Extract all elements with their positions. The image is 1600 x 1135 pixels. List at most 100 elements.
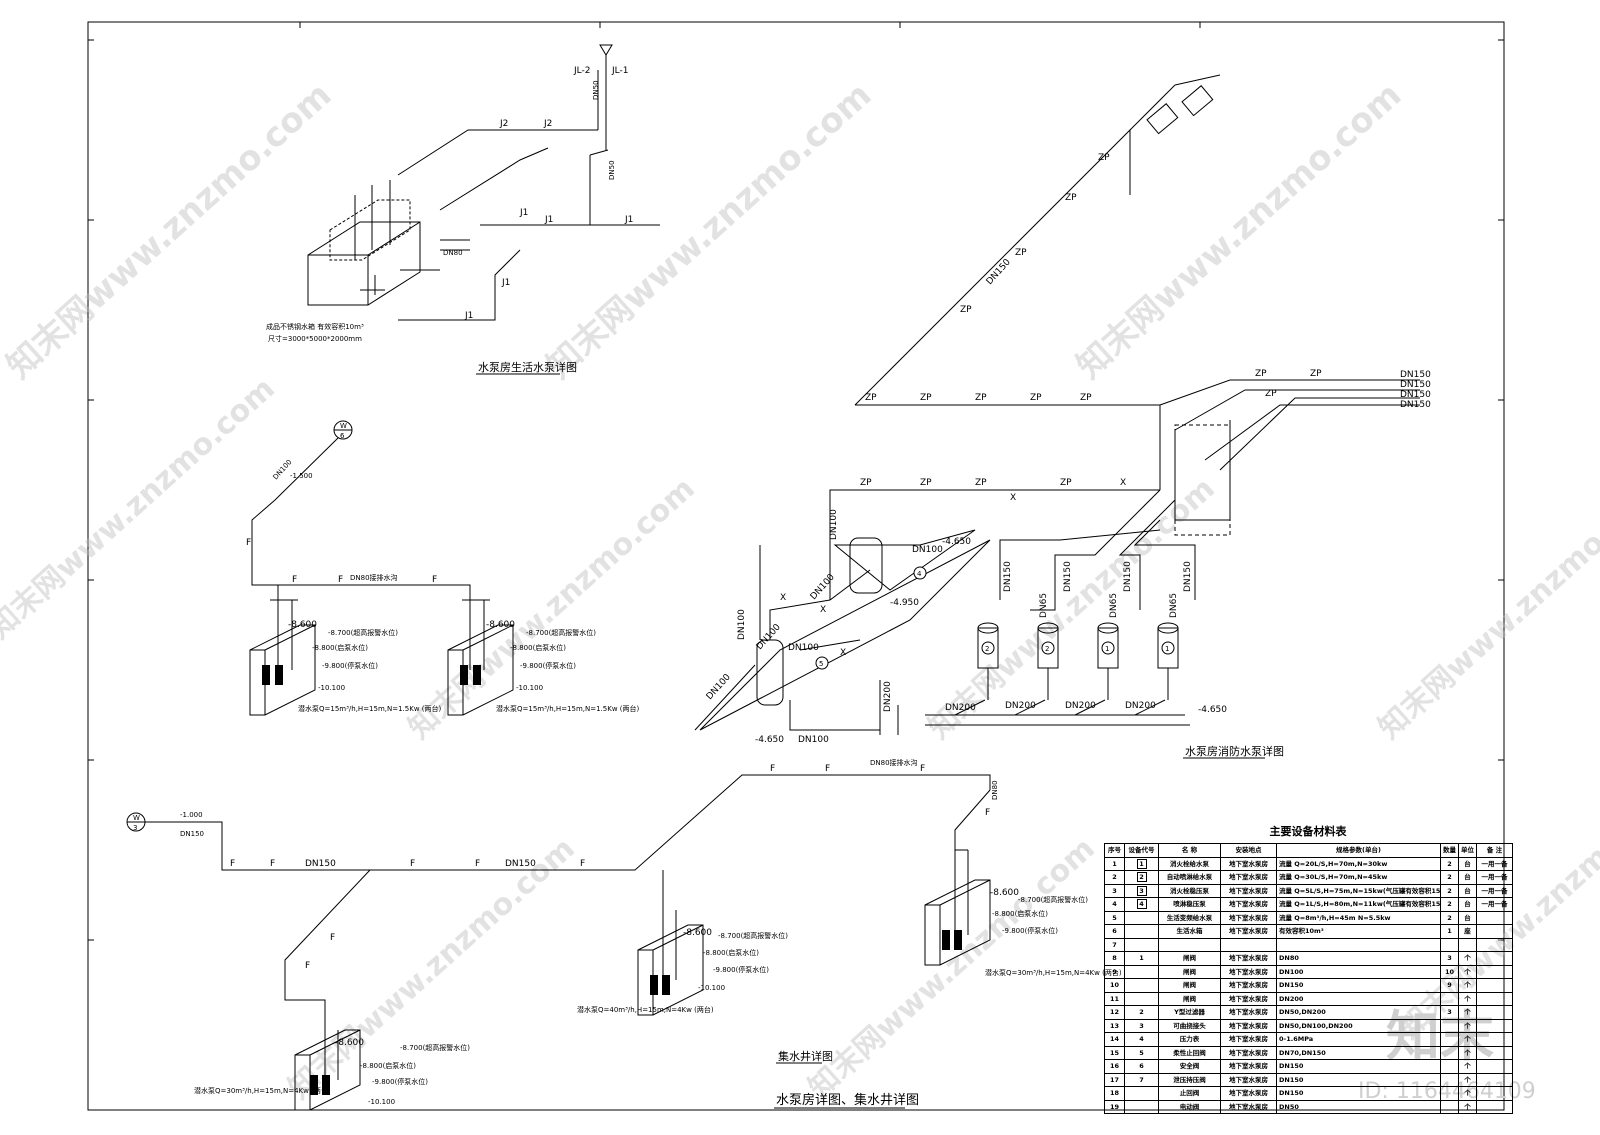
table-cell [1124, 978, 1159, 993]
level-label: -8.600 [990, 888, 1019, 898]
table-header-cell: 名 称 [1158, 843, 1221, 858]
table-cell: 0-1.6MPa [1276, 1032, 1441, 1047]
table-cell: DN150 [1276, 1072, 1441, 1087]
table-cell: 15 [1104, 1045, 1125, 1060]
watermark-text: 知末网www.znzmo.com [0, 371, 282, 646]
table-cell: 5 [1104, 910, 1125, 925]
pipe-label-f: F [920, 764, 925, 774]
level-label: -1.500 [290, 472, 313, 480]
table-cell: 地下室水泵房 [1220, 1032, 1277, 1047]
table-cell: 闸阀 [1158, 951, 1221, 966]
table-cell: DN50,DN100,DN200 [1276, 1018, 1441, 1033]
level-label: -8.700(超高报警水位) [1018, 895, 1088, 904]
table-cell: 地下室水泵房 [1220, 991, 1277, 1006]
level-label: -9.800(停泵水位) [713, 965, 769, 974]
table-cell: Y型过滤器 [1158, 1005, 1221, 1020]
table-cell [1124, 1086, 1159, 1101]
table-cell: 11 [1104, 991, 1125, 1006]
pipe-label-f: F [230, 859, 235, 869]
table-cell [1476, 1032, 1513, 1047]
table-cell [1476, 1059, 1513, 1074]
pump-number: 4 [917, 570, 922, 578]
table-cell: 4 [1124, 897, 1159, 912]
table-cell: DN100 [1276, 964, 1441, 979]
table-cell: 电动阀 [1158, 1099, 1221, 1114]
pipe-label-j1: J1 [544, 215, 553, 225]
table-cell: 喷淋稳压泵 [1158, 897, 1221, 912]
pipe-label-f: F [432, 575, 437, 585]
pipe-label-zp: ZP [1080, 393, 1092, 403]
pipe-label-dn150: DN150 [1400, 400, 1431, 410]
pipe-label-x: X [1120, 478, 1126, 488]
level-label: -9.800(停泵水位) [1002, 926, 1058, 935]
table-cell: 地下室水泵房 [1220, 978, 1277, 993]
pipe-label-zp: ZP [1015, 248, 1027, 258]
table-cell: 个 [1458, 991, 1477, 1006]
fire-pump-circles: 2 2 1 1 4 5 [815, 566, 1175, 670]
fire-pump-units [977, 622, 1179, 700]
pump-number-circle [815, 656, 829, 670]
table-cell: 16 [1104, 1059, 1125, 1074]
table-cell [1476, 991, 1513, 1006]
pump-number-circle [1041, 641, 1055, 655]
level-label: -4.650 [755, 735, 784, 745]
level-label: -1.000 [180, 811, 203, 819]
table-cell: 1 [1104, 856, 1125, 871]
pipe-label-dn150: DN150 [1400, 370, 1431, 380]
table-cell [1476, 964, 1513, 979]
table-cell: 9 [1440, 978, 1459, 993]
pipe-label-j1: J1 [464, 311, 473, 321]
table-cell [1440, 1018, 1459, 1033]
pipe-label-zp: ZP [920, 393, 932, 403]
sump-labels-a: DN100 -1.500 DN80接排水沟 F F F F -8.600 -8.… [246, 458, 640, 713]
pipe-label-f: F [270, 859, 275, 869]
pipe-label-dn100: DN100 [798, 735, 829, 745]
table-header-cell: 序号 [1104, 843, 1125, 858]
level-label: -4.950 [890, 598, 919, 608]
table-cell [1440, 1032, 1459, 1047]
table-cell: 地下室水泵房 [1220, 964, 1277, 979]
pump-note: 潜水泵Q=30m³/h,H=15m,N=4Kw (两台) [194, 1086, 331, 1095]
pipe-label-j1: J1 [624, 215, 633, 225]
table-cell: 泄压持压阀 [1158, 1072, 1221, 1087]
table-cell: 地下室水泵房 [1220, 1086, 1277, 1101]
pipe-label-dn150: DN150 [1123, 561, 1133, 592]
pipe-label-j2: J2 [543, 119, 552, 129]
table-cell: 个 [1458, 1099, 1477, 1114]
table-cell: 台 [1458, 897, 1477, 912]
pipe-label-j1: J1 [501, 278, 510, 288]
table-cell: 个 [1458, 964, 1477, 979]
level-label: -8.800(启泵水位) [312, 643, 368, 652]
table-cell: 闸阀 [1158, 991, 1221, 1006]
table-header-cell: 备 注 [1476, 843, 1513, 858]
table-cell: 闸阀 [1158, 978, 1221, 993]
pipe-label-dn150: DN150 [1063, 561, 1073, 592]
table-cell: 6 [1124, 1059, 1159, 1074]
pipe-label-dn150: DN150 [1400, 380, 1431, 390]
title-sheet: 水泵房详图、集水井详图 [776, 1092, 919, 1108]
table-cell: 压力表 [1158, 1032, 1221, 1047]
pipe-label-f: F [580, 859, 585, 869]
pipe-label-f: F [410, 859, 415, 869]
pipe-label-j2: J2 [499, 119, 508, 129]
pump-number-circle [1101, 641, 1115, 655]
table-cell: 3 [1124, 883, 1159, 898]
table-cell: 流量 Q=30L/S,H=70m,N=45kw [1276, 870, 1441, 885]
pipe-label-f: F [330, 933, 335, 943]
pipe-label-dn80: DN80 [991, 780, 999, 800]
table-cell: 19 [1104, 1099, 1125, 1114]
pipe-label-zp: ZP [1060, 478, 1072, 488]
table-title: 主要设备材料表 [1269, 825, 1347, 838]
table-cell: 2 [1440, 870, 1459, 885]
level-label: -4.650 [1198, 705, 1227, 715]
table-cell: 地下室水泵房 [1220, 1099, 1277, 1114]
table-header-cell: 数量 [1440, 843, 1459, 858]
table-cell [1158, 937, 1221, 952]
